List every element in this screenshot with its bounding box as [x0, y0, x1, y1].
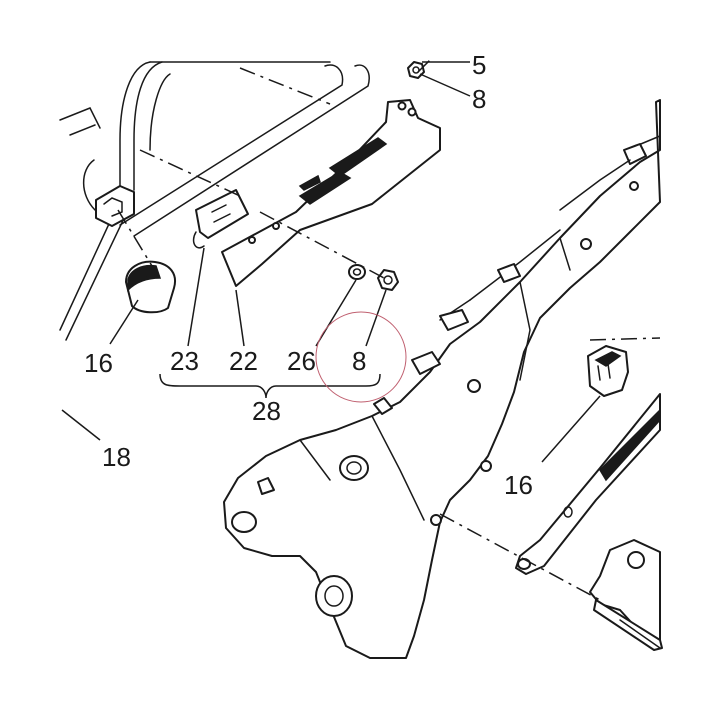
rear-grab-rail [59, 61, 370, 341]
callout-26: 26 [287, 346, 316, 376]
part-16-right [587, 345, 629, 397]
part-8-nut-mid [377, 269, 399, 291]
footrest-bracket [589, 539, 663, 651]
part-23-bracket [192, 189, 249, 249]
callout-18: 18 [102, 442, 131, 472]
callout-16-left: 16 [84, 348, 113, 378]
group-bracket-28 [159, 373, 381, 399]
highlight-circle [315, 311, 407, 403]
lower-strut [515, 393, 661, 575]
callout-22: 22 [229, 346, 258, 376]
part-16-left [125, 260, 176, 314]
callout-8-top: 8 [472, 84, 487, 114]
callout-16-right: 16 [504, 470, 533, 500]
leader-lines [61, 61, 601, 463]
callout-28: 28 [252, 396, 281, 426]
callout-23: 23 [170, 346, 199, 376]
part-22-heel-guard [221, 99, 441, 287]
part-8-nut-top [407, 61, 425, 79]
callout-5: 5 [472, 50, 487, 80]
main-frame [223, 99, 661, 659]
callout-8-mid: 8 [352, 346, 367, 376]
part-26-washer [348, 264, 366, 280]
